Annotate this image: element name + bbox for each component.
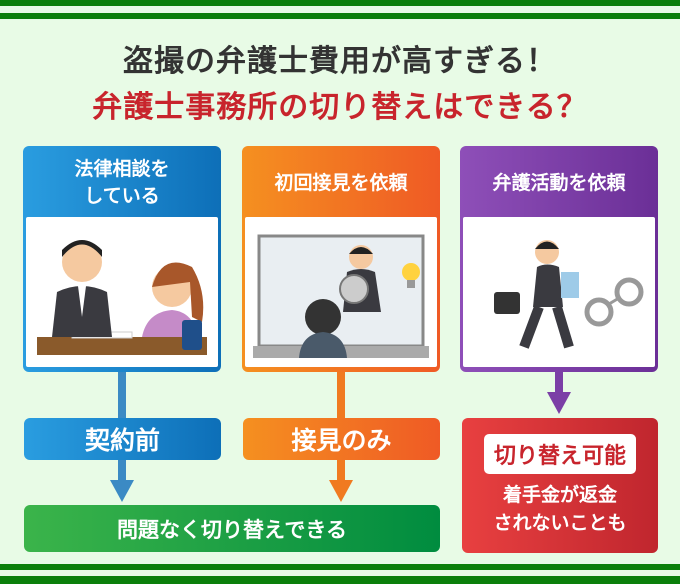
- top-stripe: [0, 13, 680, 19]
- card-header: 初回接見を依頼: [274, 171, 408, 194]
- card-header: 弁護活動を依頼: [492, 171, 626, 194]
- card-header: 法律相談を している: [74, 158, 170, 207]
- top-stripe: [0, 0, 680, 6]
- switch-possible-badge: 切り替え可能: [483, 433, 636, 474]
- note-line2: されないことも: [493, 511, 627, 534]
- outcome-switch-ok: 問題なく切り替えできる: [24, 505, 440, 552]
- title-line1: 盗撮の弁護士費用が高すぎる！: [123, 44, 557, 79]
- result-visit-only: 接見のみ: [243, 418, 440, 460]
- bottom-stripe: [0, 564, 680, 570]
- defense-illustration: [463, 217, 655, 367]
- title-line2: 弁護士事務所の切り替えはできる？: [92, 90, 588, 125]
- note-line1: 着手金が返金: [502, 483, 617, 506]
- result-before-contract: 契約前: [24, 418, 221, 460]
- card-first-visit: 初回接見を依頼: [242, 146, 440, 372]
- bottom-stripe: [0, 576, 680, 584]
- consultation-illustration: [26, 217, 218, 367]
- card-legal-consultation: 法律相談を している: [23, 146, 221, 372]
- visit-illustration: [245, 217, 437, 367]
- card-defense: 弁護活動を依頼: [460, 146, 658, 372]
- arrow-down-purple: [547, 372, 571, 414]
- outcome-switch-possible: 切り替え可能 着手金が返金 されないことも: [462, 418, 658, 553]
